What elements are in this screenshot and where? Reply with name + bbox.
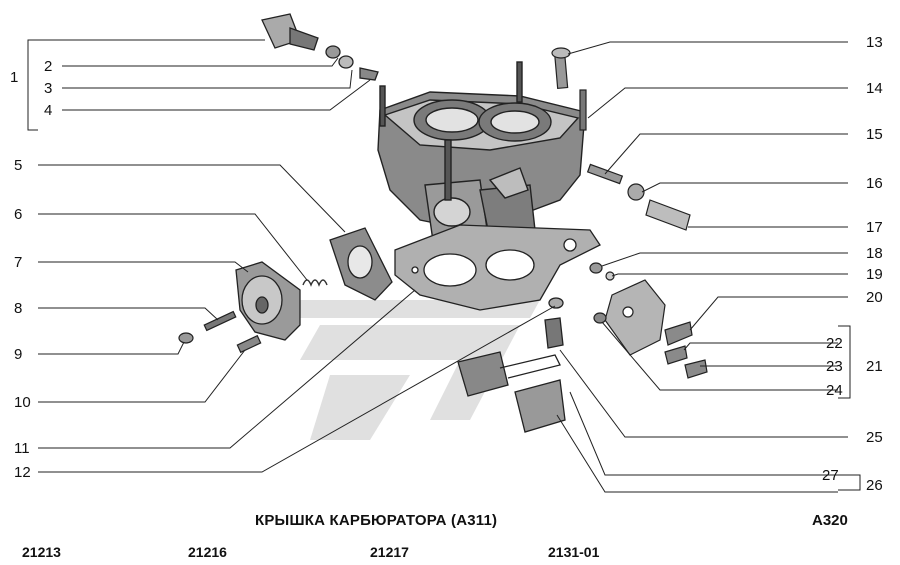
model-label: 21216 — [188, 544, 227, 560]
callout-27: 27 — [822, 467, 839, 484]
callout-9: 9 — [14, 346, 23, 363]
callout-8: 8 — [14, 300, 23, 317]
callout-21: 21 — [866, 358, 883, 375]
callout-12: 12 — [14, 464, 31, 481]
right-side-parts — [551, 47, 708, 379]
diaphragm-cover — [235, 261, 301, 341]
callout-18: 18 — [866, 245, 883, 262]
callout-26: 26 — [866, 477, 883, 494]
callout-1: 1 — [10, 69, 19, 86]
callout-20: 20 — [866, 289, 883, 306]
callout-19: 19 — [866, 266, 883, 283]
callout-4: 4 — [44, 102, 53, 119]
solenoid-valve — [261, 13, 379, 81]
callout-3: 3 — [44, 80, 53, 97]
callout-23: 23 — [826, 358, 843, 375]
diagram-title: КРЫШКА КАРБЮРАТОРА (А311) — [255, 512, 498, 529]
flange-gasket — [329, 227, 393, 301]
callout-2: 2 — [44, 58, 53, 75]
callout-7: 7 — [14, 254, 23, 271]
callout-14: 14 — [866, 80, 883, 97]
spring — [302, 279, 328, 287]
callout-10: 10 — [14, 394, 31, 411]
callout-16: 16 — [866, 175, 883, 192]
model-label: 21217 — [370, 544, 409, 560]
gasket — [394, 224, 601, 311]
diagram-code: А320 — [812, 512, 848, 529]
model-label: 21213 — [22, 544, 61, 560]
model-label: 2131-01 — [548, 544, 600, 560]
callout-13: 13 — [866, 34, 883, 51]
callout-11: 11 — [14, 440, 30, 457]
callout-17: 17 — [866, 219, 883, 236]
callout-6: 6 — [14, 206, 23, 223]
float-assembly — [457, 297, 566, 433]
callout-5: 5 — [14, 157, 23, 174]
callout-24: 24 — [826, 382, 843, 399]
leader-lines — [27, 39, 861, 493]
callout-15: 15 — [866, 126, 883, 143]
callout-25: 25 — [866, 429, 883, 446]
small-fasteners — [178, 310, 262, 354]
callout-22: 22 — [826, 335, 843, 352]
